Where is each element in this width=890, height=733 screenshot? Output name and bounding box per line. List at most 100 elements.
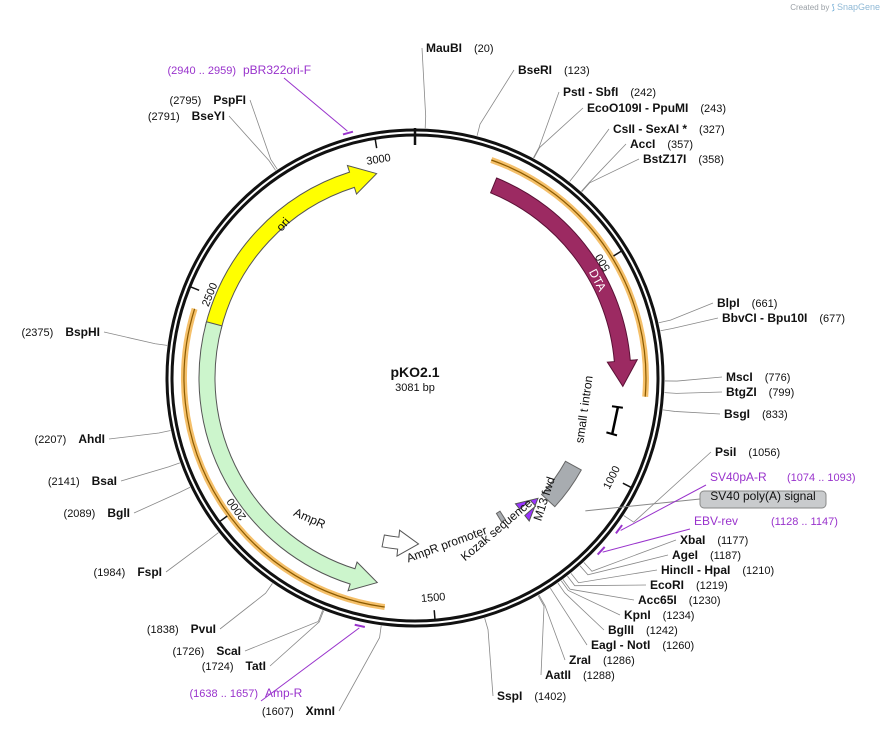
- dta-arrow: [489, 177, 639, 388]
- enzyme-layer: MauBI(20)BseRI(123)PstI - SbfI(242)EcoO1…: [22, 41, 846, 718]
- primer-leader-line: [602, 528, 691, 553]
- primer-leader-line: [283, 77, 348, 132]
- enzyme-name: CsII - SexAI *: [613, 122, 687, 136]
- enzyme-site: KpnI(1234): [560, 580, 694, 622]
- enzyme-site: MauBI(20): [421, 41, 494, 129]
- branding-created-by: Created by: [790, 3, 830, 12]
- enzyme-position: (2141): [48, 476, 80, 488]
- enzyme-leader-line: [581, 143, 627, 192]
- enzyme-site: BsaI (2141): [48, 462, 180, 488]
- enzyme-name: AgeI: [672, 548, 698, 562]
- enzyme-leader-line: [338, 625, 382, 712]
- enzyme-site: BseYI(2791): [148, 109, 276, 171]
- enzyme-name: BtgZI: [726, 385, 757, 399]
- enzyme-site: ScaI(1726): [173, 610, 324, 658]
- enzyme-position: (1056): [748, 447, 780, 459]
- enzyme-position: (1724): [202, 661, 234, 673]
- enzyme-leader-line: [569, 128, 610, 182]
- enzyme-site: BlpI(661): [658, 296, 778, 324]
- enzyme-name: BglII: [608, 623, 634, 637]
- enzyme-name: EcoRI: [650, 578, 684, 592]
- enzyme-leader-line: [538, 594, 566, 661]
- enzyme-site: BtgZI (799): [664, 385, 795, 399]
- enzyme-site: XbaI (1177): [583, 533, 748, 572]
- ori-arrow: [204, 164, 378, 331]
- enzyme-name: BsaI: [92, 474, 117, 488]
- enzyme-name: HincII - HpaI: [661, 563, 730, 577]
- primer-bar: [342, 130, 354, 136]
- enzyme-site: CsII - SexAI * (327): [569, 122, 725, 182]
- ring-tick: [219, 515, 228, 522]
- enzyme-name: AhdI: [78, 432, 105, 446]
- enzyme-site: XmnI(1607): [262, 625, 382, 718]
- enzyme-site: AatII(1288): [537, 595, 615, 682]
- enzyme-position: (243): [700, 103, 726, 115]
- enzyme-position: (661): [752, 298, 778, 310]
- enzyme-name: PstI - SbfI: [563, 85, 618, 99]
- enzyme-name: Acc65I: [638, 593, 677, 607]
- enzyme-site: Acc65I (1230): [562, 579, 721, 607]
- enzyme-position: (799): [769, 387, 795, 399]
- enzyme-leader-line: [583, 539, 677, 572]
- primer-bar: [354, 623, 366, 628]
- enzyme-position: (123): [564, 65, 590, 77]
- enzyme-leader-line: [570, 569, 658, 584]
- enzyme-position: (677): [819, 313, 845, 325]
- enzyme-position: (1726): [173, 646, 205, 658]
- enzyme-name: BsgI: [724, 407, 750, 421]
- dta-halo-line: [491, 159, 647, 397]
- enzyme-position: (327): [699, 124, 725, 136]
- feature-layer: [198, 164, 639, 592]
- enzyme-site: EagI - NotI(1260): [549, 587, 694, 652]
- enzyme-position: (2375): [22, 327, 54, 339]
- primer-bar: [615, 524, 623, 534]
- enzyme-position: (1838): [147, 624, 179, 636]
- enzyme-site: PsiI(1056): [623, 445, 780, 523]
- ring-tick: [613, 250, 622, 257]
- enzyme-name: KpnI: [624, 608, 651, 622]
- enzyme-name: BspHI: [65, 325, 100, 339]
- primer-range: (1128 .. 1147): [771, 516, 838, 528]
- ring-tick: [374, 139, 378, 149]
- ring-tick: [622, 482, 632, 488]
- enzyme-leader-line: [219, 583, 273, 630]
- plasmid-length: 3081 bp: [395, 382, 435, 394]
- primer: (2940 .. 2959)pBR322ori-F: [168, 63, 312, 77]
- ring-tick-label: 1000: [601, 464, 623, 491]
- primer-name: SV40pA-R: [710, 470, 767, 484]
- enzyme-site: EcoRI(1219): [567, 575, 728, 592]
- enzyme-position: (1177): [717, 535, 748, 547]
- enzyme-leader-line: [567, 575, 647, 587]
- enzyme-position: (2795): [170, 95, 202, 107]
- small-t-intron-cap-start: [611, 405, 624, 409]
- enzyme-name: BseYI: [192, 109, 225, 123]
- enzyme-leader-line: [103, 331, 168, 346]
- ampr-arrow: [198, 321, 379, 592]
- enzyme-leader-line: [228, 115, 276, 171]
- enzyme-position: (20): [474, 43, 494, 55]
- ring-tick-label: 3000: [366, 152, 392, 168]
- enzyme-position: (1286): [603, 655, 635, 667]
- plasmid-name: pKO2.1: [390, 364, 439, 380]
- enzyme-name: AccI: [630, 137, 655, 151]
- enzyme-site: HincII - HpaI(1210): [570, 563, 774, 584]
- enzyme-leader-line: [133, 486, 191, 514]
- enzyme-position: (1230): [689, 595, 721, 607]
- ring-tick: [433, 610, 436, 620]
- enzyme-leader-line: [484, 617, 494, 697]
- enzyme-site: BspHI (2375): [22, 325, 168, 346]
- enzyme-position: (2207): [35, 434, 67, 446]
- enzyme-site: AhdI (2207): [35, 430, 171, 446]
- sv40-polya-leader: [585, 498, 701, 512]
- enzyme-name: FspI: [137, 565, 162, 579]
- enzyme-leader-line: [120, 462, 180, 482]
- enzyme-leader-line: [562, 579, 635, 601]
- enzyme-site: PvuI(1838): [147, 583, 273, 636]
- enzyme-position: (1607): [262, 706, 294, 718]
- enzyme-name: BseRI: [518, 63, 552, 77]
- enzyme-site: ZraI(1286): [538, 594, 635, 667]
- enzyme-leader-line: [533, 107, 584, 159]
- enzyme-site: EcoO109I - PpuMI(243): [533, 101, 726, 159]
- enzyme-name: XbaI: [680, 533, 705, 547]
